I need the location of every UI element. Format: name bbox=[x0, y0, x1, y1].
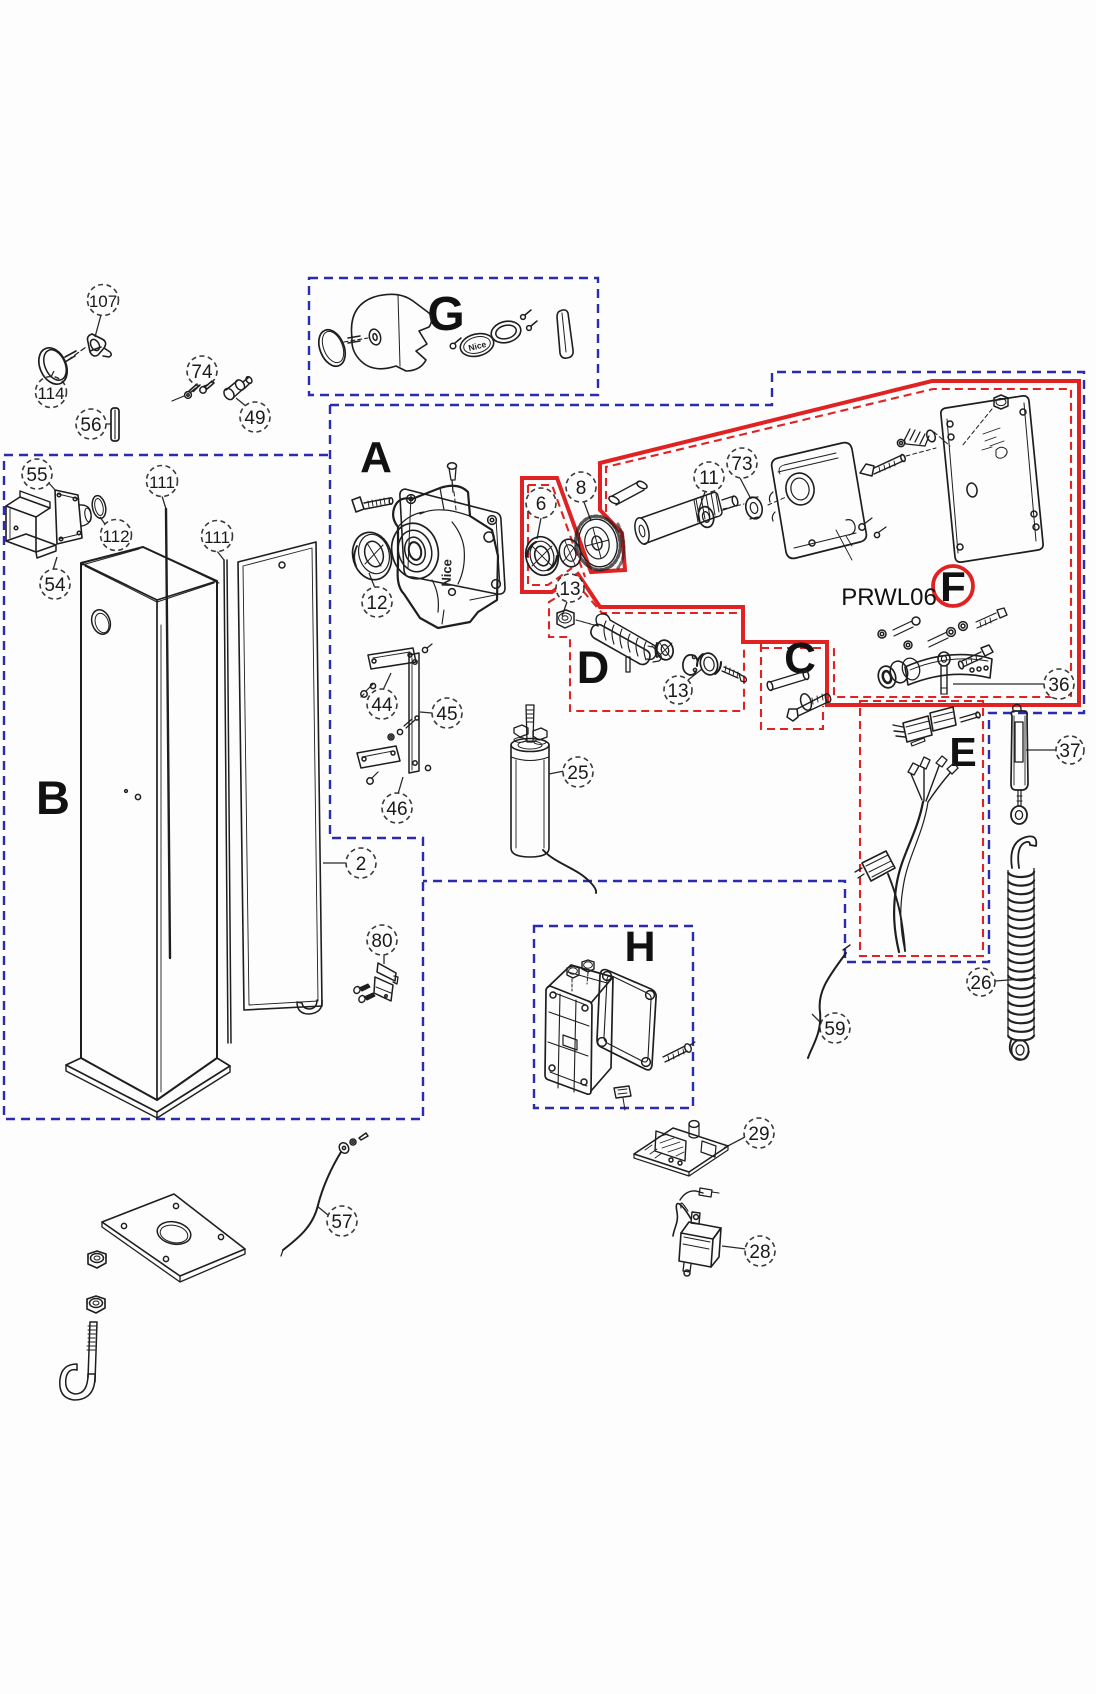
svg-text:74: 74 bbox=[191, 362, 213, 383]
svg-text:H: H bbox=[624, 923, 655, 971]
svg-text:59: 59 bbox=[824, 1019, 845, 1040]
svg-text:13: 13 bbox=[667, 681, 688, 702]
svg-text:PRWL06: PRWL06 bbox=[841, 584, 937, 611]
svg-text:73: 73 bbox=[731, 454, 752, 475]
svg-text:114: 114 bbox=[37, 384, 64, 403]
svg-text:13: 13 bbox=[559, 579, 580, 600]
svg-text:B: B bbox=[36, 771, 70, 824]
svg-text:Nice: Nice bbox=[467, 339, 487, 353]
svg-text:12: 12 bbox=[366, 593, 387, 614]
svg-text:49: 49 bbox=[244, 408, 265, 429]
svg-text:C: C bbox=[784, 634, 816, 683]
svg-text:44: 44 bbox=[371, 695, 393, 716]
svg-text:28: 28 bbox=[749, 1242, 770, 1263]
svg-text:A: A bbox=[360, 433, 392, 482]
svg-text:36: 36 bbox=[1048, 675, 1069, 696]
svg-text:25: 25 bbox=[567, 763, 588, 784]
svg-text:54: 54 bbox=[44, 575, 66, 596]
svg-text:11: 11 bbox=[699, 468, 719, 489]
svg-text:29: 29 bbox=[748, 1124, 769, 1145]
svg-text:45: 45 bbox=[436, 704, 457, 725]
svg-text:111: 111 bbox=[149, 473, 175, 492]
svg-text:8: 8 bbox=[576, 478, 587, 499]
svg-text:G: G bbox=[427, 288, 464, 341]
svg-text:37: 37 bbox=[1059, 741, 1080, 762]
svg-text:57: 57 bbox=[331, 1212, 352, 1233]
svg-text:80: 80 bbox=[371, 931, 392, 952]
svg-text:6: 6 bbox=[536, 494, 547, 515]
svg-text:2: 2 bbox=[356, 854, 367, 875]
svg-text:D: D bbox=[577, 642, 610, 693]
svg-text:56: 56 bbox=[80, 415, 101, 436]
svg-text:111: 111 bbox=[204, 528, 230, 547]
svg-text:E: E bbox=[949, 729, 976, 775]
svg-text:Nice: Nice bbox=[439, 559, 455, 587]
svg-text:55: 55 bbox=[26, 465, 47, 486]
svg-text:46: 46 bbox=[386, 799, 407, 820]
svg-text:107: 107 bbox=[89, 292, 117, 311]
svg-text:112: 112 bbox=[102, 527, 129, 546]
svg-text:26: 26 bbox=[970, 973, 991, 994]
